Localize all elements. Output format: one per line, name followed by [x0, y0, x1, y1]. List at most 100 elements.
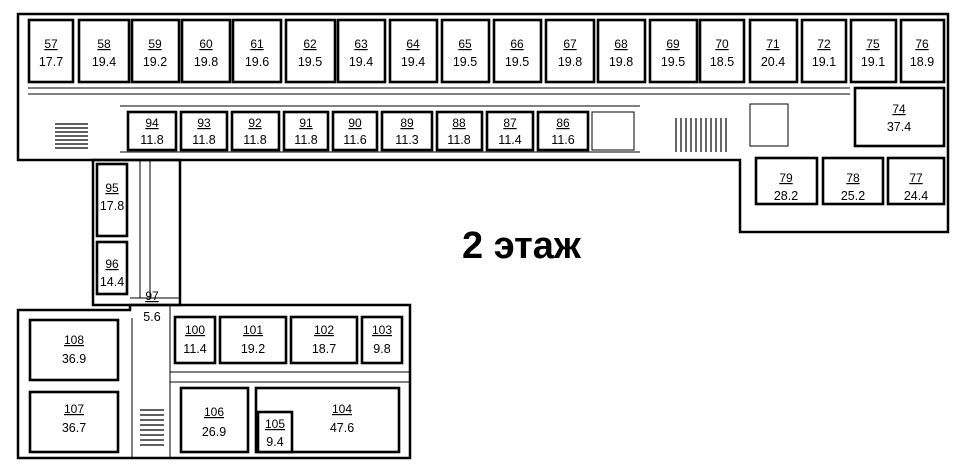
corridor-lines [28, 87, 850, 458]
svg-text:65: 65 [458, 37, 472, 51]
svg-text:17.7: 17.7 [39, 55, 63, 69]
svg-text:18.5: 18.5 [710, 55, 734, 69]
svg-text:26.9: 26.9 [202, 425, 226, 439]
stairs-left [55, 123, 88, 149]
svg-text:105: 105 [265, 417, 285, 431]
svg-text:87: 87 [503, 116, 517, 130]
svg-text:91: 91 [299, 116, 313, 130]
room-69: 69 19.5 [648, 18, 699, 84]
room-66: 66 19.5 [492, 18, 543, 84]
room-68: 68 19.8 [596, 18, 647, 84]
room-62: 62 19.5 [284, 18, 337, 84]
svg-text:63: 63 [354, 37, 368, 51]
svg-text:11.8: 11.8 [140, 133, 163, 147]
room-86: 86 11.6 [536, 110, 590, 152]
room-61: 61 19.6 [231, 18, 283, 84]
room-74: 74 37.4 [853, 86, 946, 148]
svg-text:102: 102 [314, 323, 334, 337]
svg-text:18.9: 18.9 [910, 55, 934, 69]
svg-text:74: 74 [892, 102, 906, 116]
svg-text:19.4: 19.4 [401, 55, 425, 69]
svg-text:93: 93 [197, 116, 211, 130]
room-102: 102 18.7 [289, 315, 359, 365]
svg-text:96: 96 [105, 257, 119, 271]
building-outline [16, 12, 950, 460]
room-63: 63 19.4 [336, 18, 387, 84]
svg-text:19.4: 19.4 [349, 55, 373, 69]
svg-text:103: 103 [372, 323, 392, 337]
svg-text:94: 94 [145, 116, 159, 130]
svg-text:11.4: 11.4 [498, 133, 521, 147]
svg-text:19.8: 19.8 [609, 55, 633, 69]
svg-text:86: 86 [556, 116, 570, 130]
svg-text:19.2: 19.2 [143, 55, 167, 69]
room-106: 106 26.9 [179, 386, 250, 454]
svg-text:79: 79 [779, 171, 793, 185]
svg-text:11.6: 11.6 [343, 133, 366, 147]
room-59: 59 19.2 [130, 18, 181, 84]
room-91: 91 11.8 [282, 110, 330, 152]
svg-text:70: 70 [715, 37, 729, 51]
svg-text:19.1: 19.1 [812, 55, 836, 69]
svg-text:64: 64 [406, 37, 420, 51]
svg-text:68: 68 [614, 37, 628, 51]
svg-text:25.2: 25.2 [841, 189, 865, 203]
svg-text:11.6: 11.6 [551, 133, 574, 147]
svg-text:92: 92 [248, 116, 262, 130]
svg-text:19.8: 19.8 [558, 55, 582, 69]
svg-text:66: 66 [510, 37, 524, 51]
svg-text:61: 61 [250, 37, 264, 51]
svg-text:47.6: 47.6 [330, 421, 354, 435]
svg-text:107: 107 [64, 402, 84, 416]
svg-text:37.4: 37.4 [887, 120, 911, 134]
svg-text:75: 75 [866, 37, 880, 51]
svg-text:60: 60 [199, 37, 213, 51]
svg-text:19.6: 19.6 [245, 55, 269, 69]
svg-text:9.4: 9.4 [266, 435, 283, 449]
room-87: 87 11.4 [485, 110, 535, 152]
svg-text:78: 78 [846, 171, 860, 185]
svg-text:24.4: 24.4 [904, 189, 928, 203]
svg-text:18.7: 18.7 [312, 342, 336, 356]
svg-text:11.8: 11.8 [294, 133, 317, 147]
svg-text:19.5: 19.5 [505, 55, 529, 69]
svg-text:76: 76 [915, 37, 929, 51]
svg-text:104: 104 [332, 402, 352, 416]
svg-text:95: 95 [105, 181, 119, 195]
svg-text:106: 106 [204, 405, 224, 419]
room-64: 64 19.4 [388, 18, 439, 84]
svg-text:90: 90 [348, 116, 362, 130]
svg-text:89: 89 [400, 116, 414, 130]
svg-text:62: 62 [303, 37, 317, 51]
svg-text:11.8: 11.8 [447, 133, 470, 147]
room-70: 70 18.5 [698, 18, 746, 84]
svg-text:36.9: 36.9 [62, 352, 86, 366]
floor-title: 2 этаж [462, 225, 582, 267]
svg-text:69: 69 [666, 37, 680, 51]
svg-text:19.5: 19.5 [661, 55, 685, 69]
svg-text:19.5: 19.5 [298, 55, 322, 69]
svg-text:101: 101 [243, 323, 263, 337]
svg-text:28.2: 28.2 [774, 189, 798, 203]
room-79: 79 28.2 [754, 156, 819, 206]
room-90: 90 11.6 [331, 110, 379, 152]
svg-text:14.4: 14.4 [100, 275, 124, 289]
svg-text:59: 59 [148, 37, 162, 51]
svg-text:11.8: 11.8 [243, 133, 266, 147]
